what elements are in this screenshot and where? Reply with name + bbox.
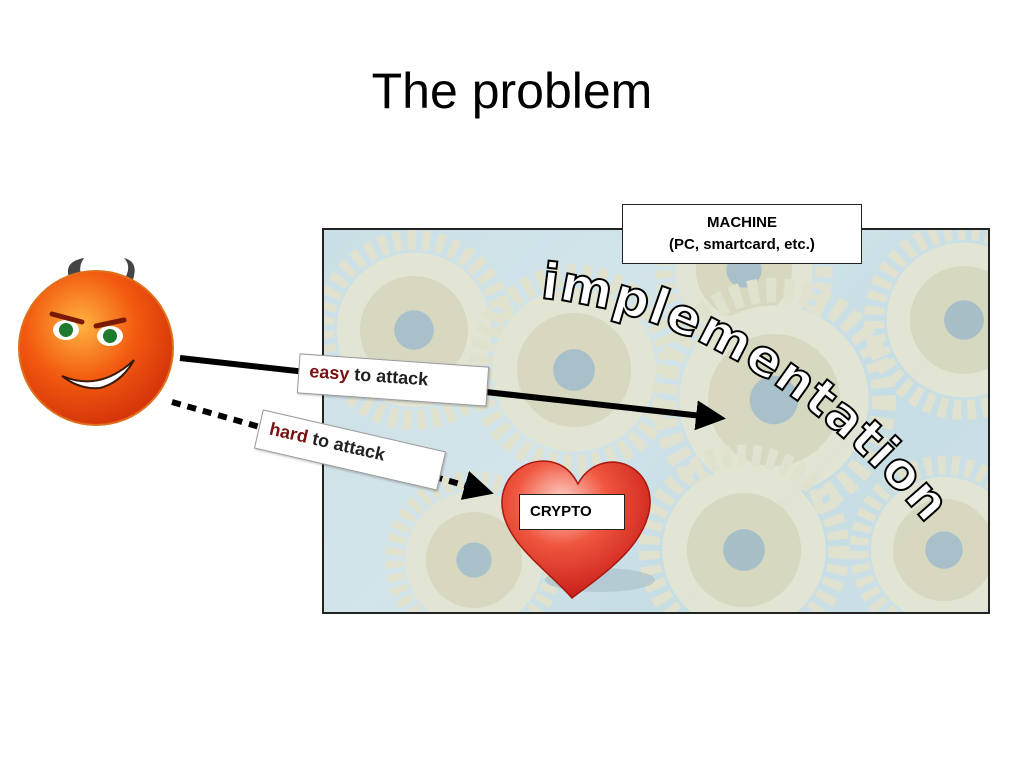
- machine-label: MACHINE (PC, smartcard, etc.): [622, 204, 862, 264]
- easy-emphasis: easy: [308, 361, 351, 384]
- hard-emphasis: hard: [267, 418, 311, 447]
- easy-rest: to attack: [348, 363, 429, 390]
- devil-face-icon: [18, 258, 174, 426]
- gears-image: [324, 230, 988, 612]
- slide-title: The problem: [371, 63, 653, 119]
- machine-panel: [322, 228, 990, 614]
- crypto-label: CRYPTO: [519, 494, 625, 530]
- machine-label-line2: (PC, smartcard, etc.): [669, 236, 815, 253]
- machine-label-line1: MACHINE: [707, 214, 777, 231]
